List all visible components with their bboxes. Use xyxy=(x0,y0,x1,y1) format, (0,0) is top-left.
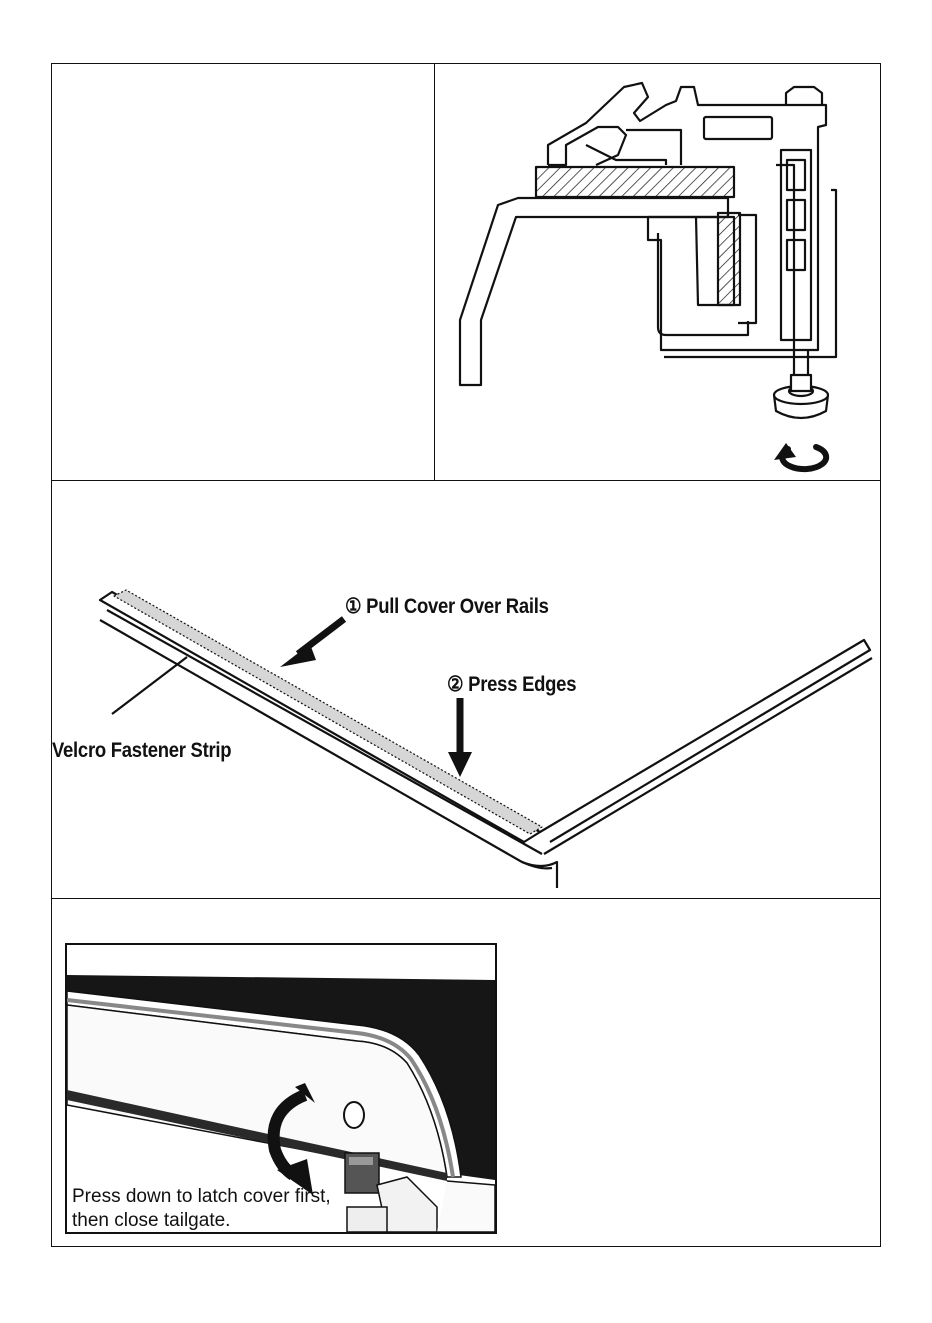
latch-caption-line1: Press down to latch cover first, xyxy=(72,1185,331,1208)
press-arrow-icon xyxy=(448,698,472,777)
clamp-diagram xyxy=(436,65,880,479)
cover-rails-panel: ① Pull Cover Over Rails ② Press Edges Ve… xyxy=(52,482,880,897)
latch-photo: Press down to latch cover first, then cl… xyxy=(65,943,497,1234)
step1-label: ① Pull Cover Over Rails xyxy=(345,594,549,619)
top-panel-divider xyxy=(434,63,435,480)
pull-arrow-icon xyxy=(280,619,344,667)
clamp-diagram-panel xyxy=(436,65,880,479)
rotate-arrow-icon xyxy=(774,443,826,469)
velcro-strip-label: Velcro Fastener Strip xyxy=(52,739,231,763)
row-divider-1 xyxy=(51,480,881,481)
latch-caption-line2: then close tailgate. xyxy=(72,1209,230,1232)
row-divider-2 xyxy=(51,898,881,899)
step2-label: ② Press Edges xyxy=(447,672,576,697)
